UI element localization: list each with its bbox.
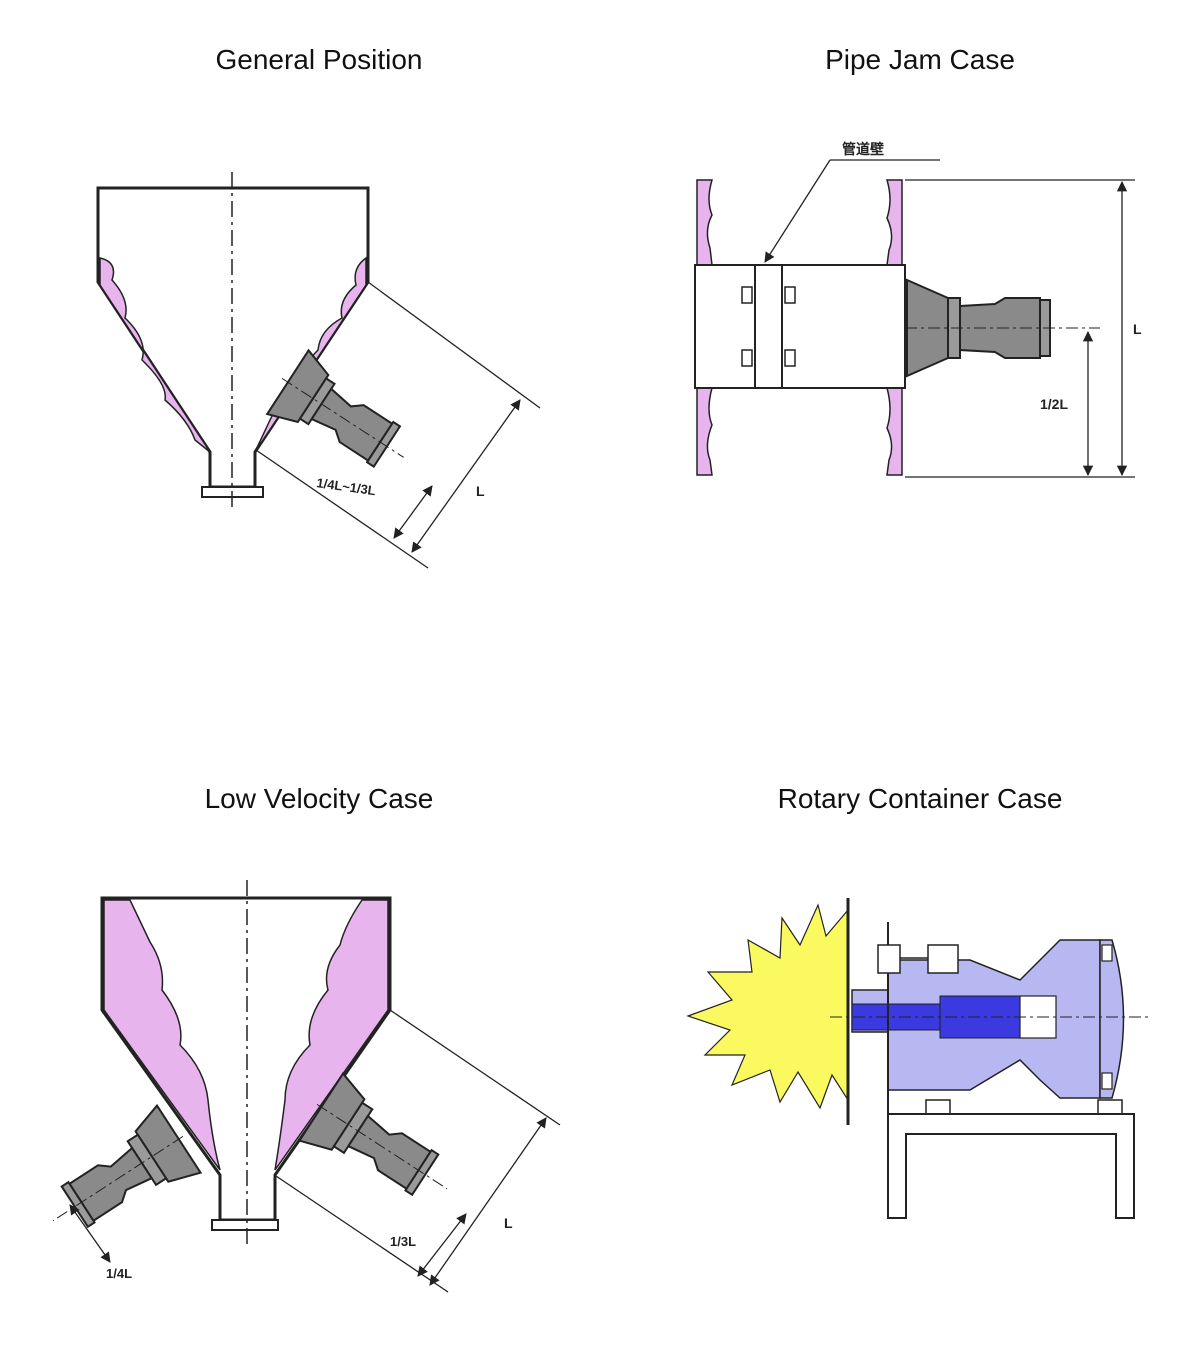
panel-title-rotary-container-case: Rotary Container Case bbox=[777, 783, 1063, 814]
label-third: 1/3L bbox=[390, 1234, 416, 1249]
panel-title-low-velocity-case: Low Velocity Case bbox=[204, 783, 434, 814]
outlet-flange bbox=[211, 1219, 279, 1231]
label-quarter: 1/4L bbox=[106, 1266, 132, 1281]
pipe-clamp bbox=[694, 264, 906, 389]
panel-title-general-position: General Position bbox=[215, 44, 423, 75]
pipe-wall-right-bottom bbox=[886, 387, 903, 476]
label-length: L bbox=[476, 483, 485, 499]
vibrator-device bbox=[265, 348, 404, 468]
pipe-wall-left-bottom bbox=[696, 387, 713, 476]
panel-title-pipe-jam-case: Pipe Jam Case bbox=[825, 44, 1015, 75]
label-range: 1/4L~1/3L bbox=[316, 475, 377, 498]
impact-burst bbox=[686, 903, 849, 1110]
callout-pipe-wall: 管道壁 bbox=[842, 141, 884, 157]
pipe-wall-right-top bbox=[885, 179, 903, 266]
low-velocity-diagram: L 1/3L 1/4L bbox=[52, 880, 561, 1293]
label-length: L bbox=[504, 1215, 513, 1231]
material-right bbox=[274, 899, 389, 1171]
material-left bbox=[99, 257, 211, 453]
vibrator-left bbox=[52, 1103, 203, 1229]
mounting-stand bbox=[887, 1113, 1135, 1219]
label-half-length: 1/2L bbox=[1040, 396, 1068, 412]
pipe-jam-diagram: 管道壁 L 1/2L bbox=[694, 141, 1142, 478]
general-position-diagram: 1/4L~1/3L L bbox=[96, 172, 541, 569]
label-length: L bbox=[1133, 321, 1142, 337]
rotary-container-diagram bbox=[686, 898, 1152, 1219]
material-left bbox=[103, 899, 221, 1171]
pipe-wall-left-top bbox=[696, 179, 714, 266]
